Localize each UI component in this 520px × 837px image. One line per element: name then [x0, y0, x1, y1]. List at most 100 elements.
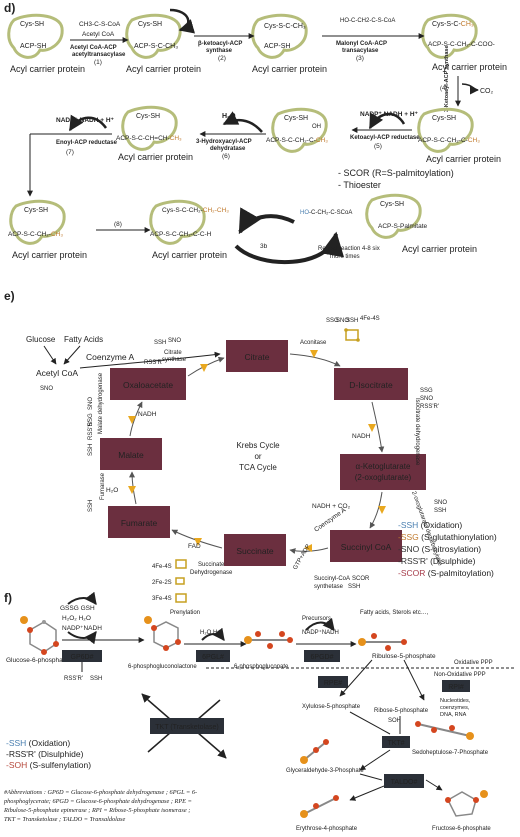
center-label-1: Krebs Cycle — [236, 441, 280, 450]
acp-malonyl: ACP-S-C-CH₂-C-COO- — [428, 41, 495, 48]
tkt-soh: SOH — [388, 718, 401, 724]
nadp-nadh-1: NADP⁺NADH — [62, 625, 102, 632]
panel-f: f) GSSG GSH H₂O₂ H₂O NADP⁺NADH Glucose-6… — [3, 591, 516, 832]
step2-num: (2) — [218, 55, 226, 62]
legend-f-item: -RSS'R' (Disulphide) — [6, 749, 84, 759]
isocitrate-dh-label: Isocitrate dehydrogenase — [414, 398, 420, 466]
acp-blob-4: Cys-S-C-CH₃ ACP-S-C-CH₂-C-COO- Acyl carr… — [421, 13, 507, 72]
box-fumarate: Fumarate — [108, 506, 170, 538]
step7-enzyme: Enoyl-ACP reductase — [56, 140, 118, 146]
acp-s-palmitate: ACP-S-Palmitate — [378, 223, 428, 230]
legend-f-item: -SOH (S-sulfenylation) — [6, 760, 91, 770]
step3-enzyme-b: transacylase — [342, 48, 379, 54]
ribulose-5-phosphate-molecule — [358, 633, 407, 651]
fumarase-h2o: H₂O — [106, 487, 118, 494]
acp-sh-label: ACP-SH — [20, 43, 46, 50]
box-malate: Malate — [100, 438, 162, 470]
succinyl-label: Succinyl CoA — [341, 542, 392, 552]
taldo-box — [384, 774, 424, 788]
sdh-label-a: Succinate — [198, 562, 225, 568]
step6-enzyme-b: dehydratase — [210, 146, 246, 152]
taldo-label: TALDO# — [391, 779, 418, 786]
cys-s-butyryl: Cys-S-C-CH₂-CH₂-CH₃ — [162, 207, 229, 214]
rpe-label: RPE# — [324, 680, 342, 687]
oxidative-label: Oxidative PPP — [454, 660, 493, 666]
fatty-label: Fatty acids, Sterols etc…, — [360, 610, 429, 616]
isocitrate-label: D-Isocitrate — [349, 380, 393, 390]
panel-e-label: e) — [4, 289, 15, 303]
box-succinyl: Succinyl CoA — [330, 530, 402, 562]
s7p-label: Sedoheptulose-7-Phosphate — [412, 750, 489, 756]
cys-sh-label: Cys-SH — [20, 21, 44, 28]
step6-water: H₂O — [222, 113, 236, 120]
nucleotides-a: Nucleotides, — [440, 698, 471, 704]
mdh-ssg: SSG — [88, 413, 94, 426]
icdh-sno: SNO — [420, 396, 433, 402]
abbrev-line-1: #Abbreviations : GP6D = Glucose-6-phosph… — [4, 789, 197, 796]
acp-blob-2: Cys-SH ACP-S-C-CH₃ Acyl carrier protein — [125, 8, 201, 74]
cys-sh-label: Cys-SH — [432, 115, 456, 122]
nonoxidative-label: Non-Oxidative PPP — [434, 672, 486, 678]
step6-num: (6) — [222, 153, 230, 160]
acp-label: Acyl carrier protein — [252, 64, 327, 74]
rpe-box — [318, 676, 348, 688]
cys-s-acetyl-2: Cys-S-C-CH₃ — [432, 21, 474, 28]
legend-thioester: - Thioester — [338, 180, 381, 190]
repeat-note-a: Repeat reaction 4-8 six — [318, 246, 380, 252]
step2-enzyme-b: synthase — [206, 48, 233, 54]
step7-cofactor: NADP⁺ NADH + H⁺ — [56, 117, 115, 124]
co2-label: CO₂ — [480, 88, 494, 95]
icdh-rssr: RSS'R' — [420, 404, 439, 410]
erythrose-4-phosphate-molecule — [300, 795, 339, 818]
malonyl-coa-structure: HO-C-CH2-C-S-CoA — [340, 18, 395, 24]
box-akg: α-Ketoglutarate (2-oxoglutarate) — [340, 454, 426, 490]
6pgl-label: 6PGL# — [202, 654, 224, 661]
rpi-box — [442, 680, 470, 692]
oh-label: OH — [312, 124, 321, 130]
sdh-label-b: Dehydrogenase — [190, 570, 233, 576]
step5-num: (5) — [374, 143, 382, 150]
citrate-synthase-sno: SNO — [168, 338, 181, 344]
acp-blob-10: Cys-SH ACP-S-Palmitate Acyl carrier prot… — [365, 193, 477, 254]
panel-f-label: f) — [4, 591, 12, 605]
acp-label: Acyl carrier protein — [152, 250, 227, 260]
citrate-synthase-b: synthase — [162, 357, 187, 363]
acetyl-coa-label: Acetyl CoA — [82, 31, 115, 38]
malonyl-coa-structure-2: HO-C-CH₂-C-SCoA — [300, 210, 352, 216]
akg-label-a: α-Ketoglutarate — [356, 462, 411, 471]
box-succinate: Succinate — [224, 534, 286, 566]
acp-blob-7: Cys-SH ACP-S-C-CH=CH-CH₃ Acyl carrier pr… — [116, 105, 193, 162]
fe-s-cluster-aconitase — [344, 328, 360, 342]
step1-enzyme-a: Acetyl CoA-ACP — [70, 45, 117, 51]
step5-enzyme: Ketoacyl-ACP reductase — [350, 135, 420, 141]
cys-sh-label: Cys-SH — [136, 113, 160, 120]
legend-e-item: -SCOR (S-palmitoylation) — [398, 568, 494, 578]
acp-blob-6: Cys-SH OH ACP-S-C-CH₂-C-CH₃ — [266, 107, 328, 153]
nucleotides-b: coenzymes, — [440, 705, 470, 711]
mdh-sno: SNO — [88, 397, 94, 410]
aconitase-sno: SNO — [336, 318, 349, 324]
sdh-fe4s3: 3Fe-4S — [152, 596, 172, 602]
fumarase-ssh: SSH — [88, 500, 94, 512]
gp6d-ssh: SSH — [90, 676, 102, 682]
acetyl-coa-sno: SNO — [40, 386, 53, 392]
icdh-nadh: NADH — [352, 433, 371, 440]
scs-label-a: Succinyl-CoA — [314, 576, 350, 582]
acp-blob-8: Cys-SH ACP-S-C-CH₂-CH₃ Acyl carrier prot… — [8, 199, 87, 260]
acp-hydroxyacyl: ACP-S-C-CH₂-C-CH₃ — [266, 137, 328, 144]
aconitase-fe4s: 4Fe-4S — [360, 316, 380, 322]
scs-ssh: SSH — [348, 584, 360, 590]
step4-num: (4) — [440, 86, 447, 92]
fe-s-cluster-sdh — [175, 559, 187, 603]
g6p-label: Glucose-6-phosphate — [6, 657, 69, 664]
succinate-label: Succinate — [236, 546, 274, 556]
aconitase-label: Aconitase — [300, 340, 327, 346]
icdh-ssg: SSG — [420, 388, 433, 394]
akg-label-b: (2-oxoglutarate) — [355, 473, 412, 482]
legend-scor: - SCOR (R=S-palmitoylation) — [338, 168, 454, 178]
ru5p-label: Ribulose-5-phosphate — [372, 653, 436, 660]
box-oxaloacetate: Oxaloacetate — [110, 368, 186, 400]
precursors-label: Precursors — [302, 616, 331, 622]
tkt-small-label: TKT# — [387, 740, 404, 747]
